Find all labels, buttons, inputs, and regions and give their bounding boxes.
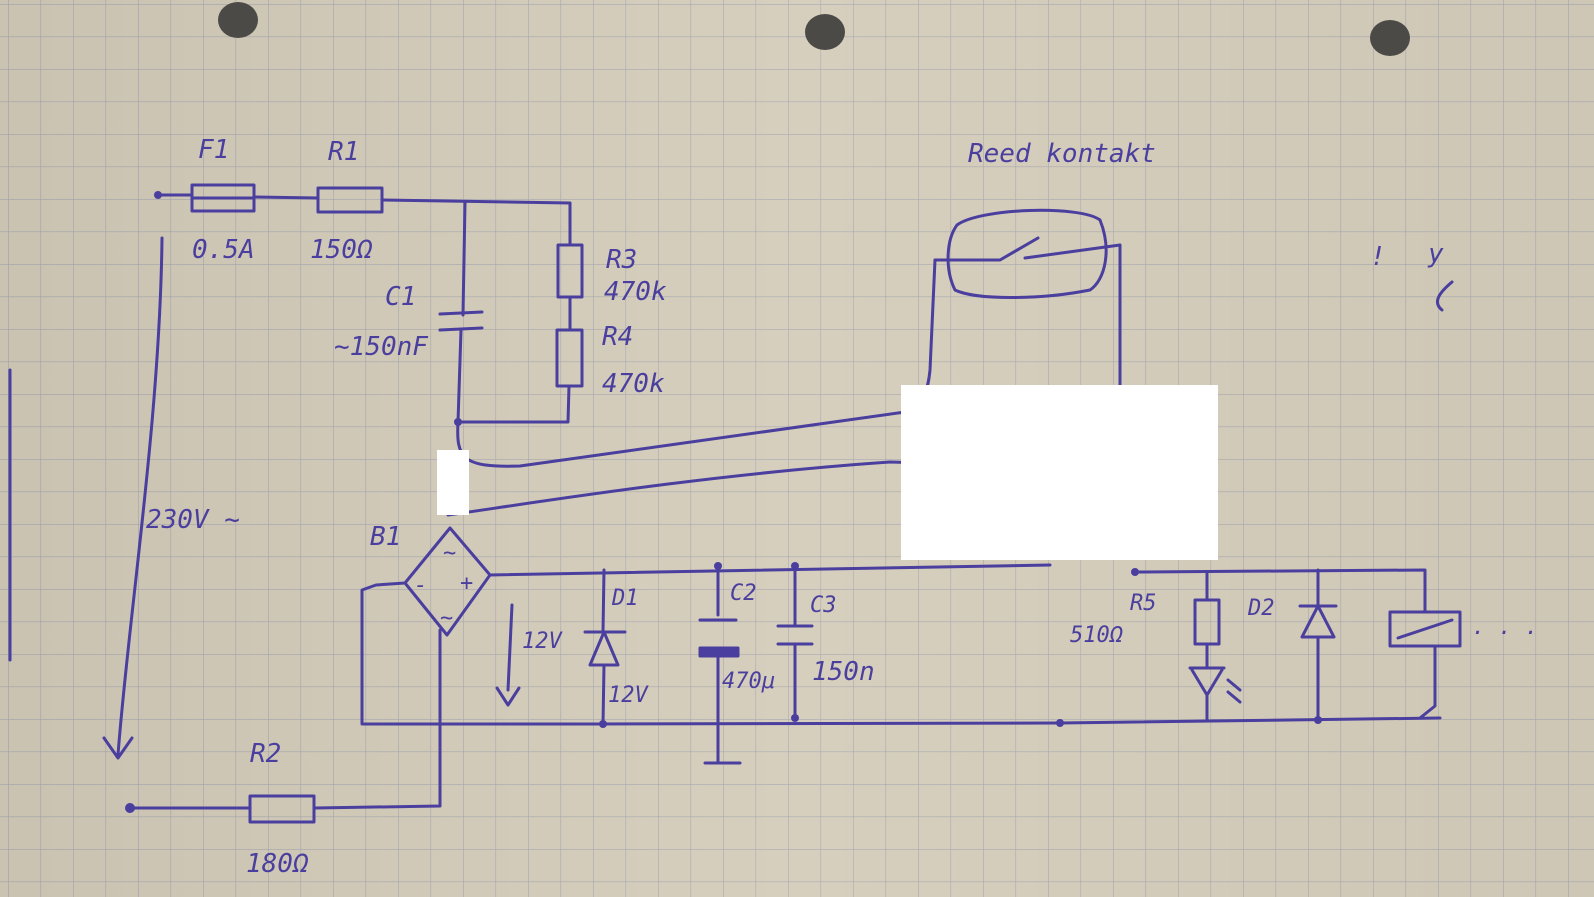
binder-hole	[218, 2, 258, 38]
c3-value: 150n	[812, 657, 875, 687]
bottom-rail	[128, 628, 442, 810]
mains-arrow	[102, 236, 164, 760]
d2-label: D2	[1247, 596, 1275, 621]
top-rail	[156, 193, 572, 317]
note-hook	[1436, 280, 1454, 312]
resistor-r3	[556, 243, 584, 332]
r5-label: R5	[1130, 591, 1157, 616]
r4-value: 470k	[602, 369, 665, 399]
zener-d1	[583, 568, 627, 726]
c2-value: 470μ	[722, 669, 775, 694]
dc-voltage-label: 12V	[522, 629, 563, 654]
c2-label: C2	[730, 581, 757, 606]
reed-contact	[933, 208, 1122, 299]
relay-coil	[1388, 610, 1462, 720]
d1-value: 12V	[608, 683, 649, 708]
diode-d2	[1298, 568, 1338, 722]
bridge-rectifier-b1	[360, 526, 1052, 726]
bridge-plus: +	[460, 571, 473, 596]
c1-label: C1	[385, 282, 416, 312]
redaction-box	[901, 385, 1218, 560]
mains-label: 230V ~	[146, 505, 240, 535]
fuse-f1	[190, 183, 256, 213]
r2-label: R2	[250, 739, 281, 769]
resistor-r5	[1193, 570, 1221, 670]
bridge-ac-top: ~	[443, 541, 456, 566]
resistor-r4	[456, 328, 584, 424]
binder-hole	[1370, 20, 1410, 56]
f1-label: F1	[198, 135, 229, 165]
capacitor-c2	[698, 564, 742, 765]
note-y: y	[1427, 239, 1444, 269]
led	[1188, 666, 1242, 722]
binder-hole	[805, 14, 845, 50]
resistor-r1	[316, 186, 384, 214]
r3-label: R3	[606, 245, 637, 275]
right-top-rail	[1133, 568, 1427, 614]
dc-voltage-arrow	[495, 603, 521, 707]
r3-value: 470k	[604, 277, 667, 307]
bridge-ac-bottom: ~	[440, 606, 453, 631]
redaction-box-small	[437, 450, 469, 515]
r1-label: R1	[328, 137, 359, 167]
resistor-r2	[248, 794, 316, 824]
capacitor-c1	[438, 310, 484, 424]
r1-value: 150Ω	[310, 235, 373, 265]
r4-label: R4	[602, 322, 633, 352]
r2-value: 180Ω	[246, 849, 309, 879]
d1-label: D1	[611, 586, 639, 611]
capacitor-c3	[776, 564, 814, 720]
b1-label: B1	[370, 522, 401, 552]
c1-value: ~150nF	[334, 332, 429, 362]
relay-continuation: . . .	[1472, 615, 1538, 640]
note-exclaim: !	[1370, 242, 1386, 272]
c3-label: C3	[810, 593, 837, 618]
bridge-minus: -	[414, 573, 427, 598]
reed-label: Reed kontakt	[968, 139, 1156, 169]
r5-value: 510Ω	[1070, 623, 1124, 648]
f1-value: 0.5A	[192, 235, 255, 265]
